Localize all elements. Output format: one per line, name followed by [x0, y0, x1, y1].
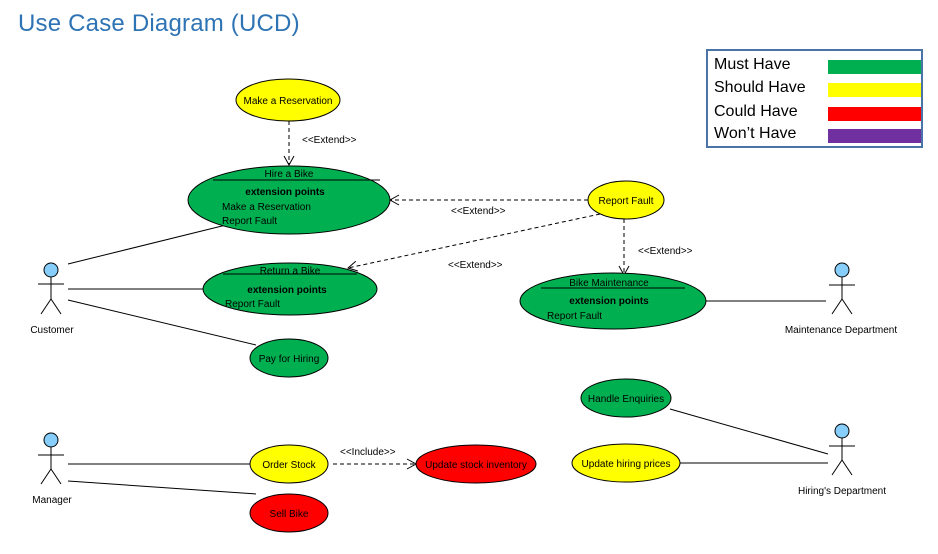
legend-label: Should Have — [714, 79, 806, 96]
actor-label: Maintenance Department — [785, 325, 898, 336]
use-case-handle-enquiries[interactable]: Handle Enquiries — [580, 378, 672, 418]
use-case-return-bike[interactable]: Return a Bike extension points Report Fa… — [202, 262, 378, 316]
use-case-label: Make a Reservation — [244, 96, 333, 107]
assoc-manager-sell-bike — [67, 480, 257, 495]
assoc-customer-hire-bike — [67, 224, 227, 265]
stick-figure-icon — [38, 262, 64, 315]
actor-customer[interactable]: Customer — [30, 262, 74, 336]
use-case-pay-hiring[interactable]: Pay for Hiring — [249, 338, 329, 378]
use-case-label: Report Fault — [598, 196, 653, 207]
extension-point: Report Fault — [225, 299, 280, 310]
extension-point: Make a Reservation — [222, 202, 311, 213]
use-case-label: Return a Bike — [260, 266, 321, 277]
assoc-customer-pay-hiring — [67, 299, 257, 346]
diagram-title: Use Case Diagram (UCD) — [18, 10, 300, 37]
legend-swatch — [828, 83, 921, 97]
include-label: <<Include>> — [340, 447, 396, 458]
stick-figure-icon — [38, 432, 64, 485]
actor-hirings-department[interactable]: Hiring's Department — [798, 423, 886, 497]
use-case-hire-bike[interactable]: Hire a Bike extension points Make a Rese… — [187, 165, 391, 235]
use-case-sell-bike[interactable]: Sell Bike — [249, 493, 329, 533]
use-case-label: Sell Bike — [270, 509, 309, 520]
extend-label: <<Extend>> — [302, 135, 357, 146]
actor-manager[interactable]: Manager — [32, 432, 72, 506]
actor-label: Hiring's Department — [798, 486, 886, 497]
extension-points-title: extension points — [569, 296, 649, 307]
use-case-make-reservation[interactable]: Make a Reservation — [235, 78, 341, 122]
assoc-hiring-handle-enquiries — [669, 408, 829, 455]
legend-swatch — [828, 129, 921, 143]
legend-swatch — [828, 107, 921, 121]
use-case-update-prices[interactable]: Update hiring prices — [571, 443, 681, 483]
use-case-label: Order Stock — [262, 460, 316, 471]
extension-points-title: extension points — [247, 285, 327, 296]
extension-point: Report Fault — [547, 311, 602, 322]
stick-figure-icon — [829, 423, 855, 476]
associations — [67, 224, 829, 495]
use-case-label: Hire a Bike — [265, 169, 314, 180]
extension-point: Report Fault — [222, 216, 277, 227]
legend-swatch — [828, 60, 921, 74]
legend-label: Won’t Have — [714, 125, 797, 142]
extend-fault-return — [346, 213, 601, 272]
dependencies — [283, 121, 630, 470]
extend-label: <<Extend>> — [448, 260, 503, 271]
extend-label: <<Extend>> — [451, 206, 506, 217]
legend-label: Could Have — [714, 103, 798, 120]
actor-label: Customer — [30, 325, 74, 336]
actor-maintenance-department[interactable]: Maintenance Department — [785, 262, 898, 336]
use-case-label: Update hiring prices — [582, 459, 671, 470]
use-case-label: Bike Maintenance — [569, 278, 649, 289]
use-case-order-stock[interactable]: Order Stock — [249, 444, 329, 484]
extend-label: <<Extend>> — [638, 246, 693, 257]
legend-label: Must Have — [714, 56, 791, 73]
use-case-label: Pay for Hiring — [259, 354, 320, 365]
stick-figure-icon — [829, 262, 855, 315]
extension-points-title: extension points — [245, 187, 325, 198]
use-case-bike-maintenance[interactable]: Bike Maintenance extension points Report… — [519, 272, 707, 330]
use-case-label: Update stock inventory — [425, 460, 527, 471]
use-case-update-inventory[interactable]: Update stock inventory — [415, 444, 537, 484]
use-case-report-fault[interactable]: Report Fault — [587, 180, 665, 220]
use-case-label: Handle Enquiries — [588, 394, 664, 405]
actor-label: Manager — [32, 495, 72, 506]
priority-legend: Must Have Should Have Could Have Won’t H… — [706, 49, 923, 148]
